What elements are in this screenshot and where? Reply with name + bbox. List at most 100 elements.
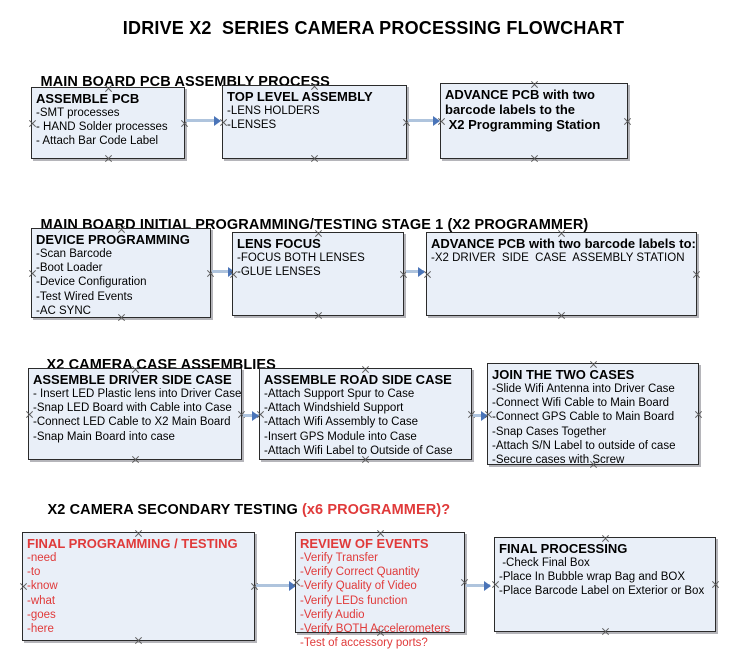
connector-arrow	[186, 119, 218, 122]
section-heading-accent: (x6 PROGRAMMER)?	[301, 502, 451, 518]
node-line: -Verify Audio	[300, 608, 365, 621]
node-body: LENS FOCUS -FOCUS BOTH LENSES -GLUE LENS…	[237, 236, 401, 279]
arrowhead-icon	[484, 581, 491, 591]
node-body: REVIEW OF EVENTS -Verify Transfer -Verif…	[300, 536, 462, 650]
node-line: -Boot Loader	[36, 262, 103, 275]
node-line: -Attach Support Spur to Case	[264, 388, 415, 400]
node-line: -Verify BOTH Accelerometers	[300, 623, 451, 636]
node-body: FINAL PROCESSING -Check Final Box -Place…	[499, 541, 713, 599]
node-title: JOIN THE TWO CASES	[492, 367, 635, 382]
node-advance-pcb-to-driver-side-case-assembly[interactable]: ADVANCE PCB with two barcode labels to: …	[426, 232, 697, 316]
node-line: -Verify Quality of Video	[300, 580, 417, 593]
node-line: -what	[27, 594, 56, 607]
node-line: -Snap LED Board with Cable into Case	[33, 402, 232, 415]
arrowhead-icon	[418, 267, 425, 277]
node-body: FINAL PROGRAMMING / TESTING -need -to -k…	[27, 536, 252, 636]
node-review-of-events[interactable]: REVIEW OF EVENTS -Verify Transfer -Verif…	[295, 532, 465, 649]
node-line: -Connect GPS Cable to Main Board	[492, 411, 675, 424]
node-advance-pcb-to-x2-programming-station[interactable]: ADVANCE PCB with two barcode labels to t…	[440, 83, 628, 159]
arrowhead-icon	[252, 411, 259, 421]
node-line: -Attach Windshield Support	[264, 402, 404, 415]
connector-arrow	[473, 414, 487, 417]
connection-handle-bottom	[601, 627, 610, 636]
node-body: ADVANCE PCB with two barcode labels to: …	[431, 236, 696, 265]
node-final-processing[interactable]: FINAL PROCESSING -Check Final Box -Place…	[494, 537, 716, 632]
node-title: ASSEMBLE PCB	[36, 91, 140, 106]
connection-handle-bottom	[557, 311, 566, 320]
connection-handle-bottom	[134, 636, 143, 645]
node-top-level-assembly[interactable]: TOP LEVEL ASSEMBLY -LENS HOLDERS -LENSES	[222, 85, 407, 159]
node-line: -Place In Bubble wrap Bag and BOX	[499, 571, 686, 584]
node-line: -to	[27, 566, 41, 579]
page-title: IDRIVE X2 SERIES CAMERA PROCESSING FLOWC…	[122, 18, 625, 38]
node-title: REVIEW OF EVENTS	[300, 536, 429, 551]
node-line: -Device Configuration	[36, 276, 147, 289]
node-title: ASSEMBLE ROAD SIDE CASE	[264, 372, 452, 387]
node-line: -X2 DRIVER SIDE CASE ASSEMBLY STATION	[431, 252, 685, 264]
connection-handle-bottom	[104, 154, 113, 163]
node-title: ADVANCE PCB with two	[445, 87, 595, 102]
node-body: ASSEMBLE PCB -SMT processes - HAND Solde…	[36, 91, 182, 149]
node-line: -Attach Wifi Assembly to Case	[264, 416, 419, 429]
connection-handle-bottom	[310, 154, 319, 163]
node-line: -Attach Wifi Label to Outside of Case	[264, 444, 453, 457]
node-body: ASSEMBLE ROAD SIDE CASE -Attach Support …	[264, 372, 469, 458]
node-line: -Secure cases with Screw	[492, 454, 625, 467]
node-final-programming-testing[interactable]: FINAL PROGRAMMING / TESTING -need -to -k…	[22, 532, 255, 641]
arrowhead-icon	[433, 116, 440, 126]
node-line: - HAND Solder processes	[36, 121, 168, 134]
node-line: -AC SYNC	[36, 304, 91, 317]
node-assemble-pcb[interactable]: ASSEMBLE PCB -SMT processes - HAND Solde…	[31, 87, 185, 159]
node-title: TOP LEVEL ASSEMBLY	[227, 89, 373, 104]
section-heading-x2-camera-secondary-testing: X2 CAMERA SECONDARY TESTING (x6 PROGRAMM…	[31, 486, 451, 534]
node-line: -need	[27, 552, 57, 564]
node-body: DEVICE PROGRAMMING -Scan Barcode -Boot L…	[36, 232, 208, 318]
node-line: -Insert GPS Module into Case	[264, 430, 417, 443]
section-heading-text: X2 CAMERA SECONDARY TESTING	[47, 502, 302, 518]
connector-arrow	[243, 414, 259, 417]
node-line: - Attach Bar Code Label	[36, 135, 159, 148]
node-assemble-road-side-case[interactable]: ASSEMBLE ROAD SIDE CASE -Attach Support …	[259, 368, 472, 460]
node-line: -Verify Correct Quantity	[300, 566, 420, 579]
node-title: FINAL PROGRAMMING / TESTING	[27, 536, 238, 551]
node-line: -Verify Transfer	[300, 552, 378, 564]
node-line: -GLUE LENSES	[237, 266, 321, 279]
node-join-the-two-cases[interactable]: JOIN THE TWO CASES -Slide Wifi Antenna i…	[487, 363, 699, 467]
node-line: -LENSES	[227, 119, 277, 132]
node-line: -Slide Wifi Antenna into Driver Case	[492, 383, 675, 395]
node-line: -LENS HOLDERS	[227, 105, 320, 117]
node-line: -Scan Barcode	[36, 248, 113, 260]
arrowhead-icon	[214, 116, 221, 126]
node-device-programming[interactable]: DEVICE PROGRAMMING -Scan Barcode -Boot L…	[31, 228, 211, 318]
node-line: -Test Wired Events	[36, 290, 133, 303]
connector-arrow	[212, 270, 234, 273]
connection-handle-bottom	[131, 455, 140, 464]
connector-arrow	[406, 270, 424, 273]
node-line: -know	[27, 580, 58, 593]
node-line: -SMT processes	[36, 107, 120, 119]
node-assemble-driver-side-case[interactable]: ASSEMBLE DRIVER SIDE CASE - Insert LED P…	[28, 368, 242, 460]
node-line: -Attach S/N Label to outside of case	[492, 439, 676, 452]
node-line: -here	[27, 623, 54, 636]
arrowhead-icon	[228, 267, 235, 277]
node-body: ASSEMBLE DRIVER SIDE CASE - Insert LED P…	[33, 372, 242, 444]
connector-arrow	[466, 584, 490, 587]
node-title: FINAL PROCESSING	[499, 541, 628, 556]
node-lens-focus[interactable]: LENS FOCUS -FOCUS BOTH LENSES -GLUE LENS…	[232, 232, 404, 316]
node-line: -Connect LED Cable to X2 Main Board	[33, 416, 231, 429]
node-line: -Verify LEDs function	[300, 594, 408, 607]
node-line: -Snap Main Board into case	[33, 430, 175, 443]
node-line: -Place Barcode Label on Exterior or Box	[499, 585, 705, 598]
node-title-line: barcode labels to the	[445, 102, 576, 117]
node-line-overflow: -Test of accessory ports?	[300, 637, 428, 650]
node-title: ADVANCE PCB with two barcode labels to:	[431, 236, 696, 251]
node-body: JOIN THE TWO CASES -Slide Wifi Antenna i…	[492, 367, 696, 467]
node-line: - Insert LED Plastic lens into Driver Ca…	[33, 388, 242, 400]
connection-handle-right	[692, 270, 701, 279]
arrowhead-icon	[481, 411, 488, 421]
node-line: -Connect Wifi Cable to Main Board	[492, 397, 670, 410]
connection-handle-bottom	[530, 154, 539, 163]
node-title: LENS FOCUS	[237, 236, 321, 251]
arrowhead-icon	[289, 581, 296, 591]
node-line: -FOCUS BOTH LENSES	[237, 252, 365, 264]
